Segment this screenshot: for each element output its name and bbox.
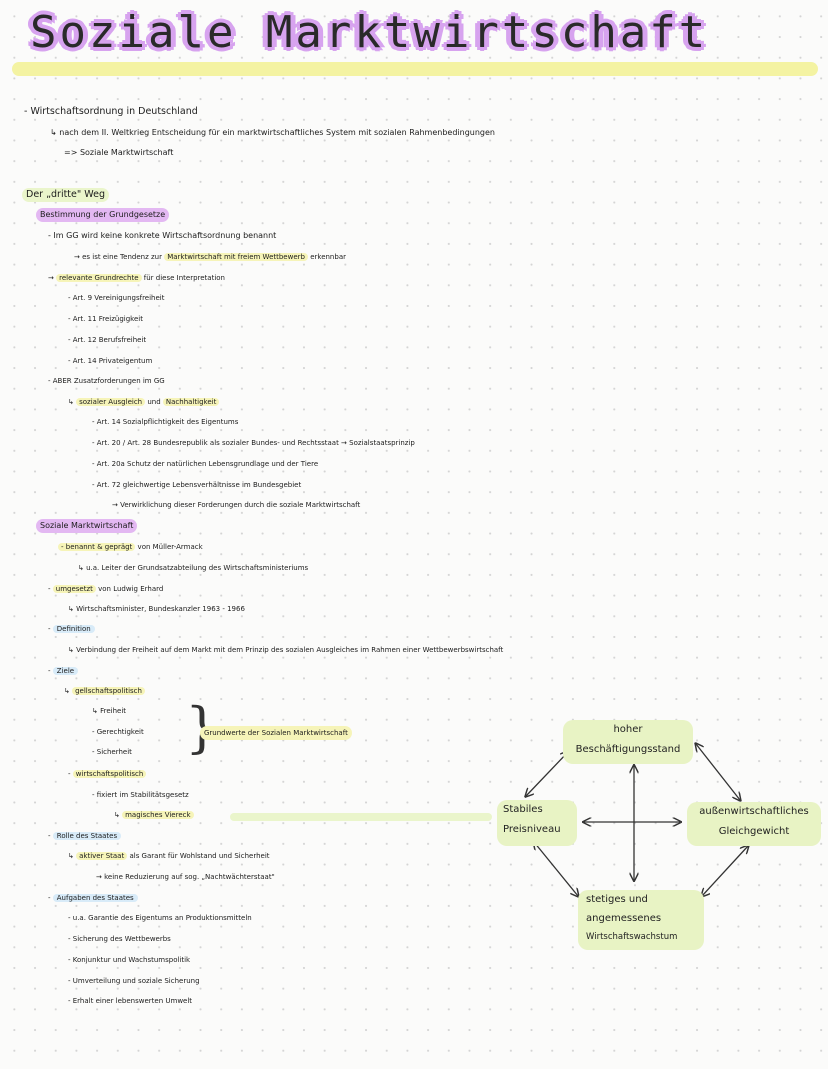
gg-line-2: → es ist eine Tendenz zur Marktwirtschaf… xyxy=(70,250,350,264)
benannt-text: von Müller-Armack xyxy=(137,543,203,551)
wirtschaftspolitisch-dash: - xyxy=(68,770,71,778)
aufgabe-item: - Erhalt einer lebenswerten Umwelt xyxy=(68,997,193,1005)
node-beschaeftigung-line-1: hoher xyxy=(613,724,643,735)
highlight-umgesetzt: umgesetzt xyxy=(52,585,96,593)
node-preisniveau-line-2: Preisniveau xyxy=(503,824,561,835)
node-aussenwirtschaft-line-2: Gleichgewicht xyxy=(718,826,790,837)
label-definition: Definition xyxy=(52,625,95,633)
gesellschaft-arrow: ↳ xyxy=(64,687,70,695)
grundwert-item: - Gerechtigkeit xyxy=(92,728,144,736)
node-wachstum-line-3: Wirtschaftswachstum xyxy=(586,932,678,942)
gg-line-2-text-a: → es ist eine Tendenz zur xyxy=(74,253,162,261)
extra-article-item: - Art. 20a Schutz der natürlichen Lebens… xyxy=(92,460,319,468)
grundwerte-label: Grundwerte der Sozialen Marktwirtschaft xyxy=(200,726,352,740)
aber-line: - ABER Zusatzforderungen im GG xyxy=(48,377,165,385)
umgesetzt-line: - umgesetzt von Ludwig Erhard xyxy=(44,582,167,596)
grundwert-item: - Sicherheit xyxy=(92,748,132,756)
rolle-dash: - xyxy=(48,832,51,840)
nachtwaechter-line: → keine Reduzierung auf sog. „Nachtwächt… xyxy=(96,873,275,881)
intro-line-3: => Soziale Marktwirtschaft xyxy=(64,148,174,157)
aber-sub-line: ↳ sozialer Ausgleich und Nachhaltigkeit xyxy=(64,395,223,409)
gg-line-3-arrow: → xyxy=(48,274,54,282)
intro-line-2: ↳ nach dem II. Weltkrieg Entscheidung fü… xyxy=(50,128,495,137)
highlight-sozialer-ausgleich: sozialer Ausgleich xyxy=(76,398,146,406)
article-item: - Art. 12 Berufsfreiheit xyxy=(68,336,147,344)
magisch-arrow: ↳ xyxy=(114,811,120,819)
highlight-benannt: - benannt & geprägt xyxy=(58,543,136,551)
aufgaben-dash: - xyxy=(48,894,51,902)
extra-article-item: - Art. 72 gleichwertige Lebensverhältnis… xyxy=(92,481,302,489)
page-title: Soziale Marktwirtschaft xyxy=(30,7,709,58)
label-ziele: Ziele xyxy=(52,667,79,675)
extra-article-item: - Art. 20 / Art. 28 Bundesrepublik als s… xyxy=(92,439,415,447)
rolle-sub-arrow: ↳ xyxy=(68,852,74,860)
title-highlight xyxy=(12,62,818,76)
benannt-line: - benannt & geprägt von Müller-Armack xyxy=(54,540,207,554)
arrow-right-bottom xyxy=(702,846,748,896)
ziele-line: - Ziele xyxy=(44,664,82,678)
fixiert-line: - fixiert im Stabilitätsgesetz xyxy=(92,791,189,799)
node-wachstum: stetiges und angemessenes Wirtschaftswac… xyxy=(578,890,704,950)
highlight-aktiver-staat: aktiver Staat xyxy=(76,852,128,860)
definition-text: ↳ Verbindung der Freiheit auf dem Markt … xyxy=(68,646,504,654)
wirtschaftspolitisch-line: - wirtschaftspolitisch xyxy=(64,767,150,781)
label-rolle-des-staates: Rolle des Staates xyxy=(52,832,122,840)
gesellschaft-line: ↳ gellschaftspolitisch xyxy=(60,684,149,698)
aufgabe-item: - Sicherung des Wettbewerbs xyxy=(68,935,171,943)
magisch-line: ↳ magisches Viereck xyxy=(110,808,198,822)
gg-line-1: - Im GG wird keine konkrete Wirtschaftso… xyxy=(48,231,277,240)
node-aussenwirtschaft-line-1: außenwirtschaftliches xyxy=(699,806,809,817)
benannt-sub-line: ↳ u.a. Leiter der Grundsatzabteilung des… xyxy=(78,564,309,572)
umgesetzt-sub-line: ↳ Wirtschaftsminister, Bundeskanzler 196… xyxy=(68,605,245,613)
arrow-top-left xyxy=(526,752,568,796)
heading-grundgesetze: Bestimmung der Grundgesetze xyxy=(36,208,170,222)
grundwert-item: ↳ Freiheit xyxy=(92,707,127,715)
gg-line-2-text-b: erkennbar xyxy=(310,253,346,261)
node-wachstum-line-1: stetiges und xyxy=(586,894,648,905)
article-item: - Art. 11 Freizügigkeit xyxy=(68,315,143,323)
gg-line-3: → relevante Grundrechte für diese Interp… xyxy=(44,271,229,285)
rolle-line: - Rolle des Staates xyxy=(44,829,125,843)
aufgabe-item: - Konjunktur und Wachstumspolitik xyxy=(68,956,191,964)
node-preisniveau-line-1: Stabiles xyxy=(503,804,543,815)
node-preisniveau: Stabiles Preisniveau xyxy=(497,800,577,846)
umgesetzt-text: von Ludwig Erhard xyxy=(98,585,164,593)
extra-article-item: - Art. 14 Sozialpflichtigkeit des Eigent… xyxy=(92,418,239,426)
section-dritter-weg: Der „dritte" Weg xyxy=(22,188,109,202)
aufgabe-item: - u.a. Garantie des Eigentums an Produkt… xyxy=(68,914,252,922)
label-aufgaben-des-staates: Aufgaben des Staates xyxy=(52,894,138,902)
definition-line: - Definition xyxy=(44,622,99,636)
intro-line-1: - Wirtschaftsordnung in Deutschland xyxy=(24,106,198,117)
aufgabe-item: - Umverteilung und soziale Sicherung xyxy=(68,977,200,985)
node-beschaeftigung-line-2: Beschäftigungsstand xyxy=(575,744,681,755)
gg-line-2-highlight: Marktwirtschaft mit freiem Wettbewerb xyxy=(164,253,308,261)
gg-line-3-text-b: für diese Interpretation xyxy=(143,274,225,282)
arrow-left-bottom xyxy=(534,842,578,896)
definition-dash: - xyxy=(48,625,51,633)
arrow-top-right xyxy=(696,744,740,800)
node-aussenwirtschaft: außenwirtschaftliches Gleichgewicht xyxy=(687,802,821,846)
verwirklichung-line: → Verwirklichung dieser Forderungen durc… xyxy=(112,501,361,509)
highlight-nachhaltigkeit: Nachhaltigkeit xyxy=(162,398,220,406)
node-beschaeftigung: hoher Beschäftigungsstand xyxy=(563,720,693,764)
rolle-sub-line: ↳ aktiver Staat als Garant für Wohlstand… xyxy=(64,849,274,863)
gg-line-3-highlight: relevante Grundrechte xyxy=(56,274,142,282)
aber-sub-und: und xyxy=(147,398,161,406)
heading-soziale-marktwirtschaft: Soziale Marktwirtschaft xyxy=(36,519,138,533)
ziele-dash: - xyxy=(48,667,51,675)
rolle-sub-text: als Garant für Wohlstand und Sicherheit xyxy=(129,852,270,860)
aber-sub-arrow: ↳ xyxy=(68,398,74,406)
connector-band xyxy=(230,813,492,821)
umgesetzt-dash: - xyxy=(48,585,51,593)
article-item: - Art. 9 Vereinigungsfreiheit xyxy=(68,294,165,302)
node-wachstum-line-2: angemessenes xyxy=(586,913,662,924)
highlight-magisches-viereck: magisches Viereck xyxy=(122,811,194,819)
highlight-gesellschaftspolitisch: gellschaftspolitisch xyxy=(72,687,145,695)
highlight-wirtschaftspolitisch: wirtschaftspolitisch xyxy=(72,770,147,778)
article-item: - Art. 14 Privateigentum xyxy=(68,357,153,365)
aufgaben-line: - Aufgaben des Staates xyxy=(44,891,142,905)
